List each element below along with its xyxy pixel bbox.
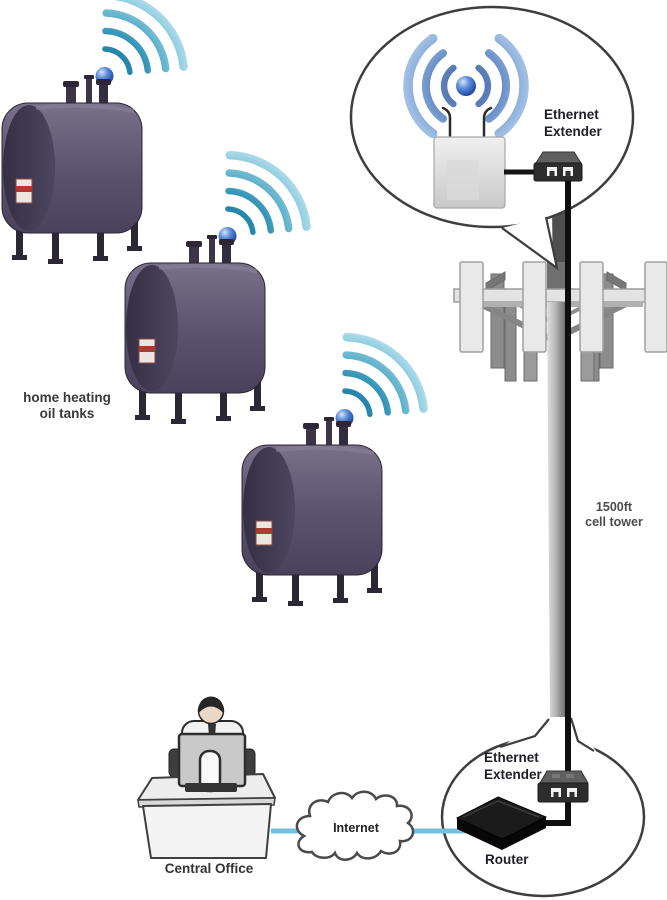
central-office-label: Central Office: [164, 861, 254, 876]
antenna-unit: [433, 106, 506, 209]
router-label: Router: [485, 852, 529, 867]
internet-cloud-icon: [295, 790, 415, 861]
wifi-waves-icon: [403, 33, 529, 139]
cell-tower-label-line2: cell tower: [585, 515, 643, 529]
ethernet-extender-device-top: [533, 151, 583, 182]
tower-antenna-panels: [459, 261, 667, 353]
internet-label: Internet: [333, 821, 379, 835]
oil-tanks-label: home heating oil tanks: [8, 390, 126, 421]
oil-tanks-label-line1: home heating: [23, 390, 111, 405]
ethernet-extender-bottom-label-line2: Extender: [484, 767, 542, 782]
computer-monitor: [177, 732, 247, 793]
oil-tank-1: [2, 0, 184, 264]
oil-tank-2: [125, 155, 307, 424]
globe-antenna-icon: [456, 76, 476, 96]
ethernet-extender-top-label-line1: Ethernet: [544, 107, 599, 122]
cell-tower-label-line1: 1500ft: [595, 500, 633, 514]
ethernet-cable: [546, 180, 571, 826]
ethernet-extender-bottom-label-line1: Ethernet: [484, 750, 539, 765]
cell-tower-label: 1500ft cell tower: [568, 500, 660, 530]
router-device: [455, 796, 548, 850]
speech-bubble-bottom: [440, 717, 646, 898]
cell-tower: [453, 203, 667, 719]
ethernet-extender-device-bottom: [537, 770, 589, 803]
ethernet-extender-top-label-line2: Extender: [544, 124, 602, 139]
oil-tank-3: [242, 337, 424, 606]
tower-pole: [547, 302, 569, 719]
oil-tanks-label-line2: oil tanks: [39, 405, 95, 421]
ethernet-extender-top-label: Ethernet Extender: [544, 106, 602, 140]
patch-cable: [504, 169, 538, 175]
ethernet-extender-bottom-label: Ethernet Extender: [484, 749, 542, 783]
